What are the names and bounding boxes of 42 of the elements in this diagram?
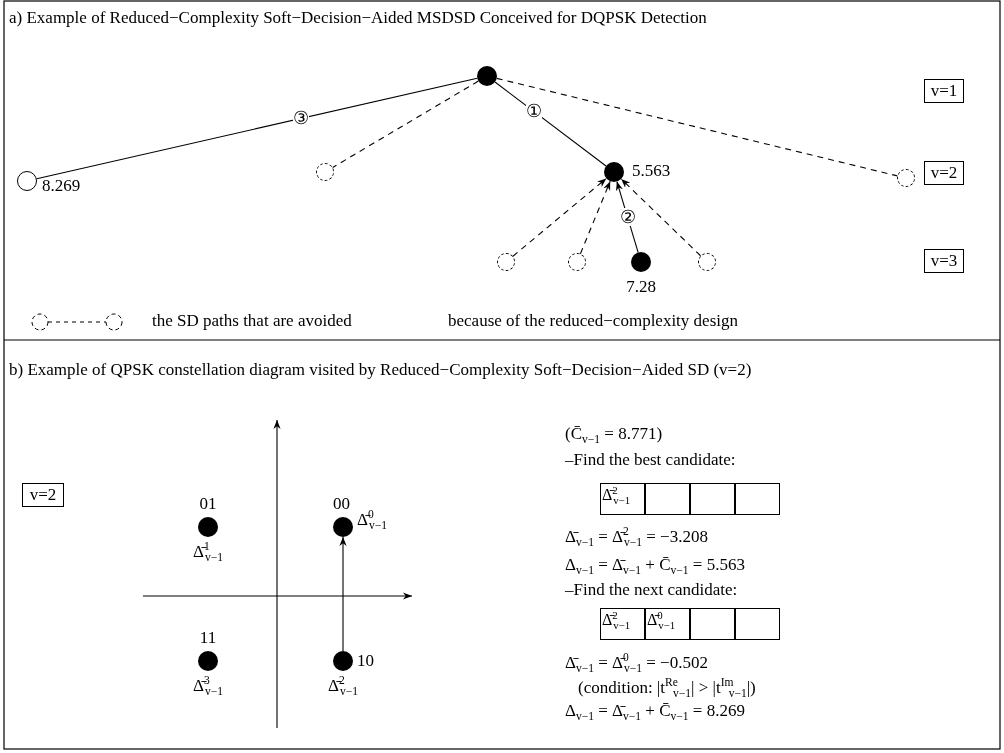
level-label-box: v=2 <box>924 161 964 185</box>
constellation-point <box>198 651 218 671</box>
constellation-point <box>333 517 353 537</box>
level-label-box: v=1 <box>924 79 964 103</box>
legend-text: because of the reduced−complexity design <box>448 311 738 331</box>
condition-text: (condition: |t$^{Re}$$_{v−1}$| > |t$^{Im}$$_{v−1}$|) <box>578 678 756 698</box>
constellation-point <box>333 651 353 671</box>
equation: Δ̄$_{v−1}$ = Δ̄$^{0}$$_{v−1}$ = −0.502 <box>565 653 708 673</box>
bit-label: 00 <box>333 494 350 514</box>
metric-value: 7.28 <box>626 277 656 297</box>
legend-text: the SD paths that are avoided <box>152 311 352 331</box>
dashed-path <box>579 180 611 255</box>
dashed-path <box>332 80 479 168</box>
bit-label: 11 <box>199 628 217 648</box>
visited-node-dot <box>604 162 624 182</box>
equation: Δ$_{v−1}$ = Δ̄$_{v−1}$ + C̄$_{v−1}$ = 8.269 <box>565 701 745 721</box>
bit-label: 01 <box>199 494 217 514</box>
equation: Δ$_{v−1}$ = Δ̄$_{v−1}$ + C̄$_{v−1}$ = 5.563 <box>565 555 745 575</box>
dashed-path <box>512 177 607 257</box>
edge-label: ① <box>525 102 542 121</box>
edge-label: ③ <box>293 109 310 128</box>
constellation-point <box>198 517 218 537</box>
visited-node-dot <box>477 66 497 86</box>
level-label-box: v=2 <box>22 483 64 507</box>
level-label-box: v=3 <box>924 249 964 273</box>
edge-label: ② <box>619 208 636 226</box>
visited-node-dot <box>631 252 651 272</box>
equation: (C̄$_{v−1}$ = 8.771) <box>565 424 663 444</box>
tree-path <box>494 81 607 167</box>
arrow <box>339 536 347 652</box>
metric-value: 8.269 <box>42 176 81 196</box>
step-text: –Find the best candidate: <box>565 450 736 470</box>
bit-label: 10 <box>357 651 374 671</box>
equation: Δ̄$_{v−1}$ = Δ̄$^{2}$$_{v−1}$ = −3.208 <box>565 527 708 547</box>
metric-value: 5.563 <box>632 161 671 181</box>
tree-path <box>36 77 478 180</box>
section-heading: a) Example of Reduced−Complexity Soft−Decision−Aided MSDSD Conceived for DQPSK Detection <box>9 8 707 28</box>
step-text: –Find the next candidate: <box>565 580 738 600</box>
dashed-path <box>620 178 702 257</box>
arrow <box>616 181 639 253</box>
section-heading: b) Example of QPSK constellation diagram visited by Reduced−Complexity Soft−Decision−Aided SD (v=2) <box>9 360 752 380</box>
dashed-path <box>496 77 898 177</box>
